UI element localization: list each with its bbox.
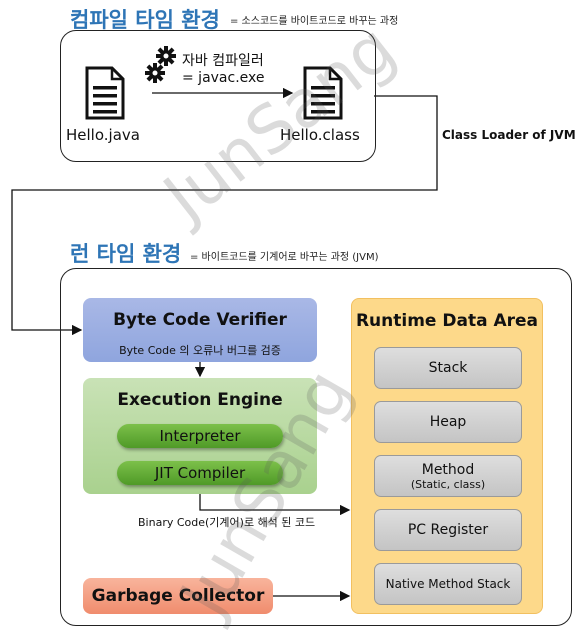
method-label: Method <box>421 461 475 478</box>
compiler-name: 자바 컴파일러 <box>182 53 264 69</box>
runtime-env-subtitle: = 바이트코드를 기계어로 바꾸는 과정 (JVM) <box>190 252 379 263</box>
class-loader-label: Class Loader of JVM <box>442 128 576 142</box>
heap-label: Heap <box>429 414 467 430</box>
garbage-collector: Garbage Collector <box>83 578 273 614</box>
engine-title: Execution Engine <box>117 390 283 410</box>
method-box: Method (Static, class) <box>374 455 522 497</box>
jit-compiler-pill: JIT Compiler <box>117 461 283 485</box>
compile-env-title: 컴파일 타임 환경 <box>70 8 220 32</box>
interpreter-pill: Interpreter <box>117 424 283 448</box>
pc-register-box: PC Register <box>374 509 522 551</box>
verifier-title: Byte Code Verifier <box>113 310 287 330</box>
engine-to-data-area-arrow <box>199 494 351 516</box>
stack-label: Stack <box>428 360 468 376</box>
execution-engine: Execution Engine Interpreter JIT Compile… <box>83 378 317 494</box>
native-method-stack-box: Native Method Stack <box>374 563 522 605</box>
heap-box: Heap <box>374 401 522 443</box>
stack-box: Stack <box>374 347 522 389</box>
compile-env-box <box>60 30 376 162</box>
compile-env-subtitle: = 소스코드를 바이트코드로 바꾸는 과정 <box>230 16 399 27</box>
compiler-command: = javac.exe <box>182 70 265 86</box>
byte-code-verifier: Byte Code Verifier Byte Code 의 오류나 버그를 검… <box>83 298 317 362</box>
pc-register-label: PC Register <box>407 522 489 538</box>
binary-code-label: Binary Code(기계어)로 해석 된 코드 <box>138 516 316 529</box>
class-file-icon <box>303 66 343 120</box>
verifier-subtitle: Byte Code 의 오류나 버그를 검증 <box>119 344 281 357</box>
runtime-data-area: Runtime Data Area Stack Heap Method (Sta… <box>351 298 543 614</box>
runtime-env-box <box>60 268 572 626</box>
class-loader-path <box>11 95 438 336</box>
gears-icon <box>145 46 176 83</box>
method-sublabel: (Static, class) <box>410 477 486 491</box>
data-area-title: Runtime Data Area <box>355 311 539 331</box>
runtime-env-title: 런 타임 환경 <box>70 242 182 266</box>
class-file-label: Hello.class <box>280 126 360 144</box>
native-method-stack-label: Native Method Stack <box>385 577 511 591</box>
source-file-icon <box>85 66 125 120</box>
source-file-label: Hello.java <box>66 126 140 144</box>
